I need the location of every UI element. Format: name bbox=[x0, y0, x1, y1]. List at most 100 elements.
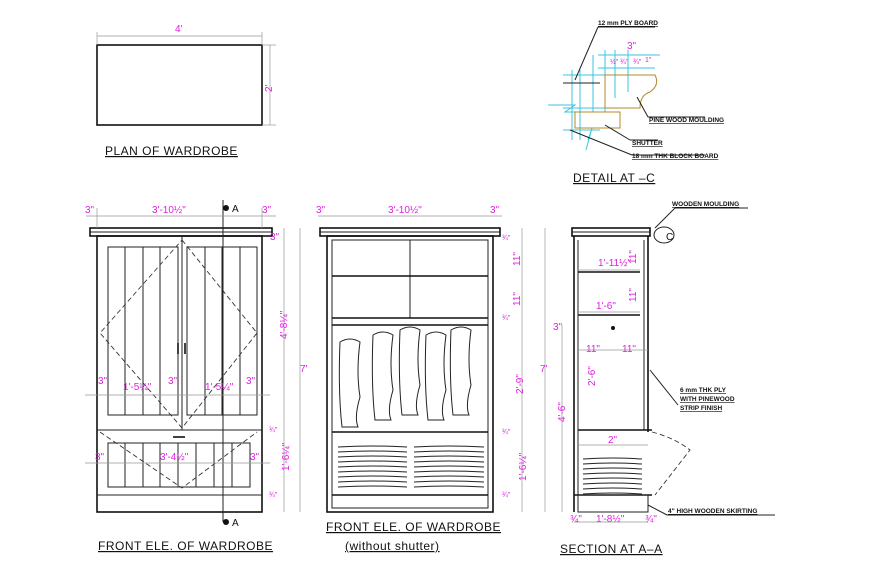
dim-small: ¾" bbox=[502, 429, 511, 436]
folded-cloth bbox=[337, 445, 408, 448]
folded-cloth bbox=[582, 482, 643, 485]
dim-height: 7' bbox=[300, 364, 308, 375]
folded-cloth bbox=[582, 467, 643, 470]
folded-cloth bbox=[413, 455, 485, 458]
folded-cloth bbox=[413, 465, 485, 468]
open-subtitle: (without shutter) bbox=[345, 539, 440, 553]
folded-cloth bbox=[413, 485, 485, 488]
dim-stile: 3" bbox=[98, 376, 108, 387]
note-skirting: 4" HIGH WOODEN SKIRTING bbox=[668, 508, 757, 515]
folded-cloth bbox=[413, 460, 485, 463]
note-pine-moulding: PINE WOOD MOULDING bbox=[649, 117, 724, 124]
front-title: FRONT ELE. OF WARDROBE bbox=[98, 539, 273, 553]
dim-stile: 3" bbox=[168, 376, 178, 387]
dim-drawer-side: 3" bbox=[95, 452, 105, 463]
dim-door-left: 1'-5¼" bbox=[123, 381, 152, 393]
note-shutter: SHUTTER bbox=[632, 140, 663, 147]
dim-shelf: 11" bbox=[512, 252, 523, 266]
dim-small: ¾" bbox=[269, 492, 278, 499]
dim-upper-height: 4'-8¼" bbox=[278, 310, 290, 339]
hanging-garment bbox=[338, 338, 361, 428]
folded-cloth bbox=[413, 475, 485, 478]
folded-cloth bbox=[337, 455, 408, 458]
detail-dim: ¾" bbox=[633, 59, 642, 66]
plan-title: PLAN OF WARDROBE bbox=[105, 144, 238, 158]
dim-small: ¾" bbox=[502, 235, 511, 242]
section-mark-top: A bbox=[232, 204, 239, 215]
dim-half: 11" bbox=[622, 344, 636, 355]
folded-cloth bbox=[337, 475, 408, 478]
plan-width: 4' bbox=[175, 24, 183, 35]
dim-drawer-side: 3" bbox=[250, 452, 260, 463]
open-overall-width: 3'-10½" bbox=[388, 205, 422, 216]
folded-cloth bbox=[413, 450, 485, 453]
open-side-right: 3" bbox=[490, 205, 500, 216]
detail-c-callout bbox=[653, 226, 675, 244]
folded-cloth bbox=[582, 487, 643, 490]
hanging-garment bbox=[449, 326, 472, 416]
dim-shelf: 11" bbox=[512, 292, 523, 306]
dim-drawer: 2" bbox=[608, 435, 618, 446]
folded-cloth bbox=[413, 470, 485, 473]
folded-cloth bbox=[582, 477, 643, 480]
plan-view: 4' 2' PLAN OF WARDROBE bbox=[96, 24, 276, 158]
detail-dim: 3" bbox=[627, 41, 637, 52]
detail-dim: ½" bbox=[610, 58, 619, 66]
dim-stile: 3" bbox=[246, 376, 256, 387]
detail-c-marker: C bbox=[666, 232, 673, 243]
front-elevation: A A 3'-10½" 3" 3" 3" 1'-5¼" 3" 1'-5¼" 3"… bbox=[85, 200, 308, 553]
dim-shelf-height: 11" bbox=[628, 288, 639, 302]
note-block-board: 18 mm THK BLOCK BOARD bbox=[632, 153, 719, 160]
folded-cloth bbox=[413, 480, 485, 483]
detail-title: DETAIL AT –C bbox=[573, 171, 655, 185]
dim-hang: 2'-6" bbox=[587, 366, 598, 386]
folded-cloth bbox=[337, 450, 408, 453]
dim-small: ¾" bbox=[502, 315, 511, 322]
dim-small: ¾" bbox=[269, 427, 278, 434]
note-wooden-moulding: WOODEN MOULDING bbox=[672, 201, 739, 208]
folded-cloth bbox=[337, 460, 408, 463]
folded-cloth bbox=[582, 472, 643, 475]
section-marker-icon bbox=[223, 519, 229, 525]
dim-lower-height: 1'-6¼" bbox=[280, 442, 292, 471]
dim-shelf-height: 11" bbox=[628, 250, 639, 264]
front-side-left: 3" bbox=[85, 205, 95, 216]
dim-small: ¾" bbox=[502, 492, 511, 499]
dim-lower: 1'-6¼" bbox=[517, 452, 529, 481]
section-aa: C WOODEN MOULDING 6 mm THK PLY WITH PINE… bbox=[553, 201, 775, 556]
dim-side: ¾" bbox=[645, 514, 657, 525]
detail-dim: ¾" bbox=[620, 59, 629, 66]
dim-drawer-width: 3'-4½" bbox=[160, 452, 189, 463]
folded-cloth bbox=[582, 457, 643, 460]
note-ply-2: WITH PINEWOOD bbox=[680, 396, 735, 403]
folded-cloth bbox=[337, 470, 408, 473]
dim-half: 11" bbox=[586, 344, 600, 355]
plan-depth: 2' bbox=[264, 84, 275, 92]
hanging-garment bbox=[371, 331, 394, 421]
folded-cloth bbox=[413, 445, 485, 448]
folded-cloth bbox=[337, 465, 408, 468]
front-elevation-open: 3'-10½" 3" 3" 11" 11" 2'-9" 1'-6¼" 7' ¾"… bbox=[316, 205, 548, 553]
open-title: FRONT ELE. OF WARDROBE bbox=[326, 520, 501, 534]
dim-side: ¾" bbox=[570, 514, 582, 525]
detail-c: 12 mm PLY BOARD PINE WOOD MOULDING SHUTT… bbox=[548, 20, 724, 185]
dim-door-right: 1'-5¼" bbox=[205, 381, 234, 393]
section-marker-icon bbox=[223, 205, 229, 211]
open-side-left: 3" bbox=[316, 205, 326, 216]
note-ply-3: STRIP FINISH bbox=[680, 405, 722, 412]
front-overall-width: 3'-10½" bbox=[152, 205, 186, 216]
folded-cloth bbox=[582, 462, 643, 465]
dim-hanging: 2'-9" bbox=[515, 374, 526, 394]
note-ply-board: 12 mm PLY BOARD bbox=[598, 20, 658, 27]
dim-base: 1'-8½" bbox=[596, 514, 625, 525]
section-title: SECTION AT A–A bbox=[560, 542, 663, 556]
section-mark-bottom: A bbox=[232, 518, 239, 529]
dim-top: 3" bbox=[270, 232, 280, 243]
folded-cloth bbox=[337, 480, 408, 483]
dim-height: 7' bbox=[540, 364, 548, 375]
hanging-garment bbox=[424, 331, 447, 421]
dim-top-depth: 1'-11½" bbox=[598, 258, 632, 269]
folded-cloth bbox=[582, 492, 643, 495]
